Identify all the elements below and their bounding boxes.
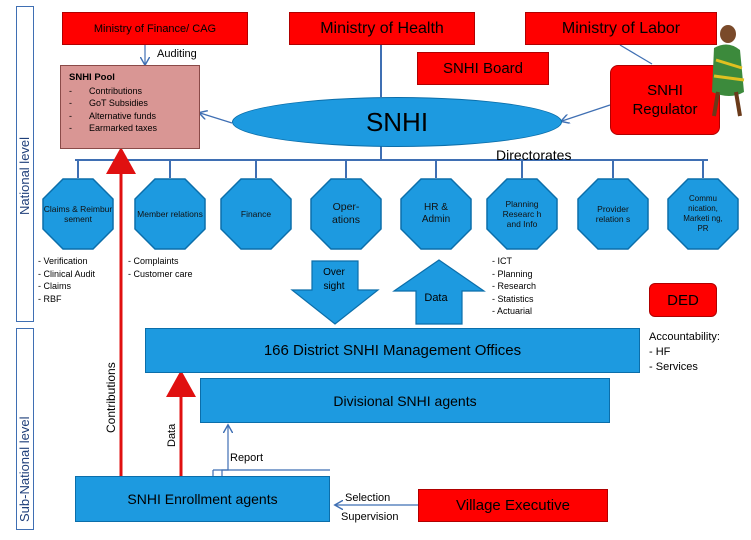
octagon-shape: [667, 178, 739, 250]
enrollment-agents-bar[interactable]: SNHI Enrollment agents: [75, 476, 330, 522]
district-offices-label: 166 District SNHI Management Offices: [263, 342, 522, 359]
ministry-labor-box[interactable]: Ministry of Labor: [525, 12, 717, 45]
list-item: Actuarial: [492, 305, 536, 318]
octagon-shape: [400, 178, 472, 250]
list-item: Clinical Audit: [38, 268, 96, 281]
member-functions-list: Complaints Customer care: [128, 255, 193, 280]
list-item: - Services: [649, 361, 698, 373]
contributions-label: Contributions: [104, 362, 118, 433]
octagon-shape: [577, 178, 649, 250]
snhi-board-box[interactable]: SNHI Board: [417, 52, 549, 85]
supervision-label: Supervision: [341, 511, 399, 523]
district-offices-bar[interactable]: 166 District SNHI Management Offices: [145, 328, 640, 373]
illustration-figure: [712, 25, 745, 117]
divisional-agents-bar[interactable]: Divisional SNHI agents: [200, 378, 610, 423]
list-item: ICT: [492, 255, 536, 268]
ministry-health-label: Ministry of Health: [320, 19, 444, 37]
directorate-provider-relations-label: Provider relation s: [595, 204, 631, 224]
ded-box[interactable]: DED: [649, 283, 717, 317]
planning-functions-list: ICT Planning Research Statistics Actuari…: [492, 255, 536, 318]
snhi-regulator-label: SNHI Regulator: [632, 82, 698, 118]
pool-item: -GoT Subsidies: [69, 98, 148, 108]
directorate-claims-label: Claims & Reimbur sement: [43, 204, 113, 224]
accountability-block: Accountability: - HF - Services: [649, 330, 720, 375]
octagon-shape: [220, 178, 292, 250]
octagon-shape: [486, 178, 558, 250]
snhi-ellipse[interactable]: SNHI: [232, 97, 562, 147]
list-item: Customer care: [128, 268, 193, 281]
data-vertical-label: Data: [166, 423, 178, 447]
ministry-finance-label: Ministry of Finance/ CAG: [93, 22, 217, 35]
list-item: Planning: [492, 268, 536, 281]
directorate-planning-label: Planning Researc h and Info: [502, 199, 542, 229]
enrollment-agents-label: SNHI Enrollment agents: [127, 491, 278, 507]
list-item: Research: [492, 280, 537, 293]
octagon-shape: [134, 178, 206, 250]
snhi-pool-box[interactable]: SNHI Pool -Contributions -GoT Subsidies …: [60, 65, 200, 149]
list-item: - HF: [649, 346, 671, 358]
directorate-communication-label: Commu nication, Marketi ng, PR: [683, 194, 723, 233]
ministry-health-box[interactable]: Ministry of Health: [289, 12, 475, 45]
report-label: Report: [230, 452, 264, 464]
village-executive-label: Village Executive: [456, 497, 570, 514]
ded-label: DED: [667, 291, 699, 309]
divisional-agents-label: Divisional SNHI agents: [333, 392, 477, 409]
list-item: Claims: [38, 280, 95, 293]
list-item: Complaints: [128, 255, 193, 268]
data-up-label: Data: [424, 292, 448, 304]
ministry-labor-label: Ministry of Labor: [561, 19, 681, 37]
list-item: Verification: [38, 255, 95, 268]
directorates-label: Directorates: [496, 147, 572, 163]
pool-item: -Contributions: [69, 85, 143, 96]
list-item: RBF: [38, 293, 95, 306]
list-item: Statistics: [492, 293, 536, 306]
octagon-shape: [310, 178, 382, 250]
village-executive-box[interactable]: Village Executive: [418, 489, 608, 522]
directorate-operations-label: Oper- ations: [331, 201, 361, 226]
pool-item: -Earmarked taxes: [69, 123, 158, 133]
octagon-shape: [42, 178, 114, 250]
pool-item: -Alternative funds: [69, 110, 157, 121]
national-level-band: [16, 6, 34, 322]
data-up-arrow[interactable]: [392, 259, 486, 325]
auditing-label: Auditing: [157, 48, 197, 60]
oversight-label: Over sight: [323, 267, 345, 292]
snhi-pool-title: SNHI Pool: [69, 72, 115, 83]
directorate-member-relations-label: Member relations: [137, 209, 203, 219]
ministry-finance-box[interactable]: Ministry of Finance/ CAG: [62, 12, 248, 45]
claims-functions-list: Verification Clinical Audit Claims RBF: [38, 255, 96, 306]
accountability-title: Accountability:: [649, 331, 720, 343]
snhi-board-label: SNHI Board: [442, 60, 524, 77]
snhi-label: SNHI: [365, 106, 429, 137]
selection-label: Selection: [345, 492, 391, 504]
oversight-arrow[interactable]: [290, 260, 380, 326]
directorate-finance-label: Finance: [240, 209, 272, 219]
directorate-hr-admin-label: HR & Admin: [421, 202, 451, 225]
snhi-regulator-box[interactable]: SNHI Regulator: [610, 65, 720, 135]
subnational-level-band: [16, 328, 34, 530]
